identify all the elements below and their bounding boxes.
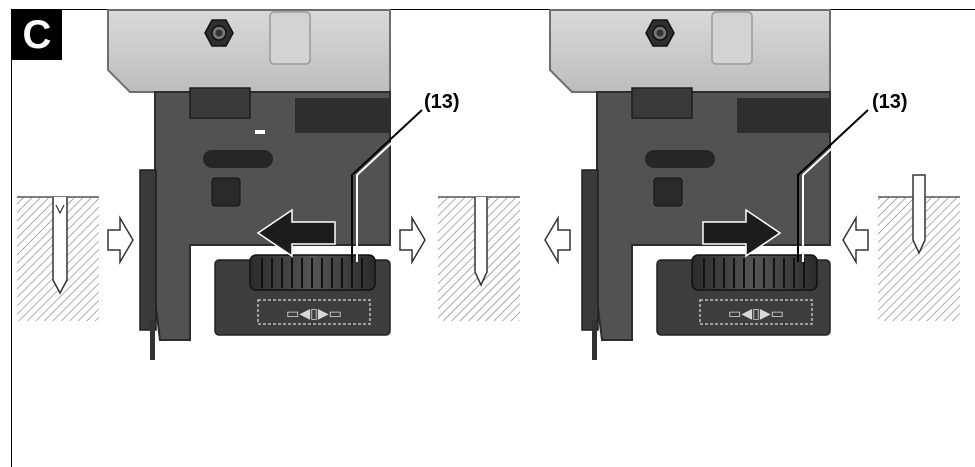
left-cut-diagram (17, 196, 134, 321)
right-screw-square (653, 177, 683, 207)
panel-label: C (12, 10, 62, 60)
left-screw-square (211, 177, 241, 207)
left-pictogram-frame (257, 299, 371, 325)
left-blade-v (52, 197, 68, 295)
left-marker (255, 130, 265, 134)
left-housing-window (269, 11, 311, 65)
callout-13-right: (13) (872, 91, 908, 113)
left-front-rail (139, 169, 157, 331)
left-pictogram: ▭◀▯▶▭ (286, 306, 342, 322)
left-hollow-arrow-right (107, 215, 134, 265)
right-cut-diagram (842, 174, 960, 321)
right-slot (645, 150, 715, 168)
right-housing-top (549, 9, 831, 93)
left-blade-stub (150, 320, 155, 360)
left-housing-top (107, 9, 391, 93)
callout-13-left: (13) (424, 91, 460, 113)
right-hex-nut-icon (645, 19, 675, 47)
right-callout-line (797, 109, 869, 262)
right-upper-block (631, 87, 693, 119)
right-front-rail (581, 169, 599, 331)
middle-cut-diagram (399, 196, 571, 321)
right-housing-window (711, 11, 753, 65)
left-upper-right-block (295, 98, 390, 133)
right-upper-right-block (737, 98, 830, 133)
left-callout-line (351, 109, 423, 262)
right-tool: ▭◀▯▶▭ (549, 9, 874, 360)
frame-top-line (11, 9, 975, 10)
right-blade-stub (592, 320, 597, 360)
right-blade-raised (912, 174, 926, 255)
left-direction-arrow (256, 208, 336, 258)
frame-left-line (11, 9, 12, 467)
right-hollow-arrow-left (842, 215, 869, 265)
middle-blade-straight (474, 197, 488, 287)
left-hex-nut-icon (204, 19, 234, 47)
left-slot (203, 150, 273, 168)
right-pictogram-frame (699, 299, 813, 325)
left-upper-block (189, 87, 251, 119)
right-direction-arrow (702, 208, 782, 258)
middle-hollow-arrow-left (544, 215, 571, 265)
middle-hollow-arrow-right (399, 215, 426, 265)
left-tool: ▭◀▯▶▭ (107, 9, 428, 360)
right-pictogram: ▭◀▯▶▭ (728, 306, 784, 322)
